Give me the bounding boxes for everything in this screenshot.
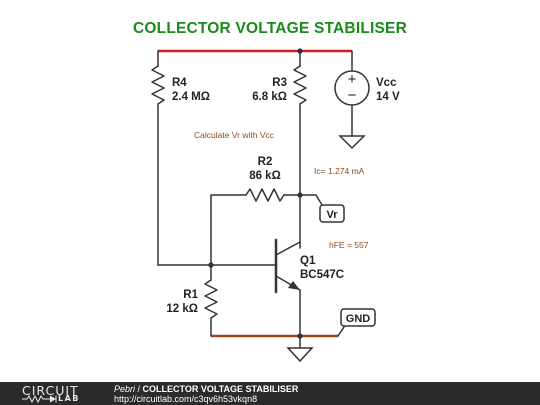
page-title: COLLECTOR VOLTAGE STABILISER: [133, 20, 407, 37]
vcc-ground-symbol[interactable]: [338, 135, 366, 150]
hfe-note: hFE = 557: [329, 240, 369, 250]
author-line: Pebri / COLLECTOR VOLTAGE STABILISER: [114, 384, 298, 394]
q1-value: BC547C: [300, 269, 344, 281]
gnd-terminal-box[interactable]: [340, 308, 376, 327]
footer-title[interactable]: COLLECTOR VOLTAGE STABILISER: [142, 384, 299, 394]
r2-resistor[interactable]: [245, 188, 285, 202]
q1-collector-lead[interactable]: [275, 241, 301, 256]
circuit-wave-icon: [22, 394, 57, 403]
junction-vcc-r3: [297, 48, 303, 54]
r2-value: 86 kΩ: [249, 170, 281, 182]
q1-emitter-arrow: [288, 281, 300, 290]
r3-name: R3: [272, 77, 287, 89]
junction-gnd: [297, 333, 303, 339]
r4-name: R4: [172, 77, 187, 89]
junction-base: [208, 262, 214, 268]
wire-gnd-label[interactable]: [337, 326, 345, 337]
vcc-plus-sign: +: [348, 71, 357, 88]
vr-terminal-box[interactable]: [319, 204, 345, 223]
r3-value: 6.8 kΩ: [252, 91, 287, 103]
r3-resistor[interactable]: [293, 65, 307, 105]
gnd-terminal-label: GND: [346, 313, 371, 325]
r1-value: 12 kΩ: [166, 303, 198, 315]
ic-note: Ic= 1.274 mA: [314, 166, 365, 176]
wire-vr[interactable]: [299, 194, 323, 206]
r4-resistor[interactable]: [151, 65, 165, 105]
author-name[interactable]: Pebri: [114, 384, 136, 394]
calc-note: Calculate Vr with Vcc: [194, 130, 275, 140]
footer-bar: CIRCUIT LAB Pebri / COLLECTOR VOLTAGE ST…: [0, 382, 540, 405]
circuit-url-link[interactable]: http://circuitlab.com/c3qv6h53vkqn8: [114, 394, 258, 404]
junction-collector: [297, 192, 303, 198]
footer-separator: /: [135, 384, 143, 394]
r1-resistor[interactable]: [204, 279, 218, 319]
r4-value: 2.4 MΩ: [172, 91, 210, 103]
vr-terminal-label: Vr: [326, 209, 338, 221]
main-ground-symbol[interactable]: [286, 347, 314, 363]
vcc-name: Vcc: [376, 77, 397, 89]
schematic-canvas: + − Vr GND R4 2.4 MΩ R3 6.8 kΩ R2 86 kΩ …: [151, 48, 400, 363]
circuitlab-logo-bottom: LAB: [58, 394, 80, 403]
vcc-minus-sign: −: [348, 87, 357, 104]
r1-name: R1: [183, 289, 198, 301]
q1-name: Q1: [300, 255, 316, 267]
circuitlab-logo-top[interactable]: CIRCUIT: [22, 383, 79, 398]
r2-name: R2: [258, 156, 273, 168]
vcc-value: 14 V: [376, 91, 400, 103]
